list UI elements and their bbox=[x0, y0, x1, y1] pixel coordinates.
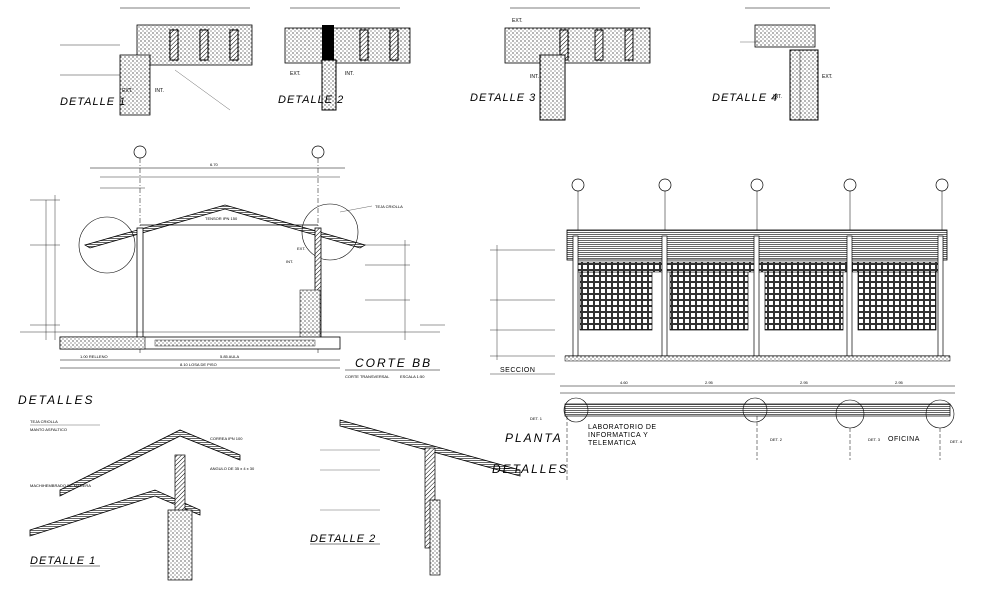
detalles-bottom: DETALLES TEJA CRIOLLA MANTO ASFALTICO MA… bbox=[18, 393, 568, 581]
planta-plan: 4.60 2.95 2.95 2.95 LABORATORIO DE INFOR… bbox=[505, 380, 963, 480]
detalle1-machihembrado: MACHIHEMBRADO DE MADERA bbox=[30, 483, 91, 488]
detail-2-top: DETALLE 2 EXT. INT. bbox=[278, 7, 411, 111]
detail-1-ext: EXT. bbox=[122, 88, 133, 94]
corte-title: CORTE BB bbox=[355, 356, 432, 370]
corte-int: INT. bbox=[286, 259, 293, 264]
planta-dim-3: 2.95 bbox=[800, 380, 809, 385]
detalles-heading-2: DETALLES bbox=[492, 462, 568, 476]
detail-3-int: INT. bbox=[530, 74, 539, 80]
detail-1-title: DETALLE 1 bbox=[60, 96, 126, 108]
detail-2-ext: EXT. bbox=[290, 71, 301, 77]
detalle1-bottom-label: DETALLE 1 bbox=[30, 555, 96, 567]
corte-ext: EXT. bbox=[297, 246, 305, 251]
detail-2-title: DETALLE 2 bbox=[278, 94, 344, 106]
detail-2-int: INT. bbox=[345, 71, 354, 77]
detail-4-ext: EXT. bbox=[822, 74, 833, 80]
planta-title: PLANTA bbox=[505, 431, 563, 445]
corte-dim-overall: 8.10 LOSA DE PISO bbox=[180, 362, 217, 367]
detail-4-top: DETALLE 4 EXT. INT. bbox=[712, 7, 833, 121]
detalles-heading: DETALLES bbox=[18, 393, 94, 407]
detalle1-manto: MANTO ASFALTICO bbox=[30, 427, 67, 432]
planta-lab-line2: INFORMATICA Y bbox=[588, 432, 648, 439]
corte-dim-fill: 1.00 RELLENO bbox=[80, 354, 108, 359]
detail-4-int: INT. bbox=[773, 94, 782, 100]
detail-3-top: DETALLE 3 EXT. INT. bbox=[470, 7, 651, 121]
planta-det-4: DET. 4 bbox=[950, 439, 963, 444]
planta-dim-4: 2.95 bbox=[895, 380, 904, 385]
planta-oficina: OFICINA bbox=[888, 436, 920, 443]
detalle1-teja: TEJA CRIOLLA bbox=[30, 419, 58, 424]
corte-subtitle: CORTE TRANSVERSAL bbox=[345, 374, 390, 379]
corte-scale: ESCALA 1:50 bbox=[400, 374, 425, 379]
corte-dim-span: 5.85 AULA bbox=[220, 354, 239, 359]
planta-lab-line3: TELEMATICA bbox=[588, 440, 636, 447]
detalle2-bottom-label: DETALLE 2 bbox=[310, 533, 376, 545]
detail-1-top: DETALLE 1 EXT. INT. bbox=[60, 7, 253, 116]
planta-dim-1: 4.60 bbox=[620, 380, 629, 385]
corte-tension: TENSOR IPN 150 bbox=[205, 216, 238, 221]
planta-det-2: DET. 2 bbox=[770, 437, 783, 442]
detail-3-ext: EXT. bbox=[512, 18, 523, 24]
planta-dim-2: 2.95 bbox=[705, 380, 714, 385]
seccion-title: SECCION bbox=[500, 367, 535, 374]
detail-4-title: DETALLE 4 bbox=[712, 92, 778, 104]
corte-dim-total: 6.70 bbox=[210, 162, 219, 167]
planta-det-3: DET. 3 bbox=[868, 437, 881, 442]
corte-bb-section: 6.70 TENSOR IPN 150 TEJA CRIOLLA bbox=[20, 145, 445, 379]
seccion-elevation: SECCION bbox=[490, 178, 951, 375]
planta-lab-line1: LABORATORIO DE bbox=[588, 424, 657, 431]
detalle1-correa: CORREA IPN 100 bbox=[210, 436, 243, 441]
detalle1-angulo: ANGULO DE 35 x 4 x 30 bbox=[210, 466, 255, 471]
detail-1-int: INT. bbox=[155, 88, 164, 94]
detail-3-title: DETALLE 3 bbox=[470, 92, 536, 104]
corte-teja: TEJA CRIOLLA bbox=[375, 204, 403, 209]
planta-det-1: DET. 1 bbox=[530, 416, 543, 421]
